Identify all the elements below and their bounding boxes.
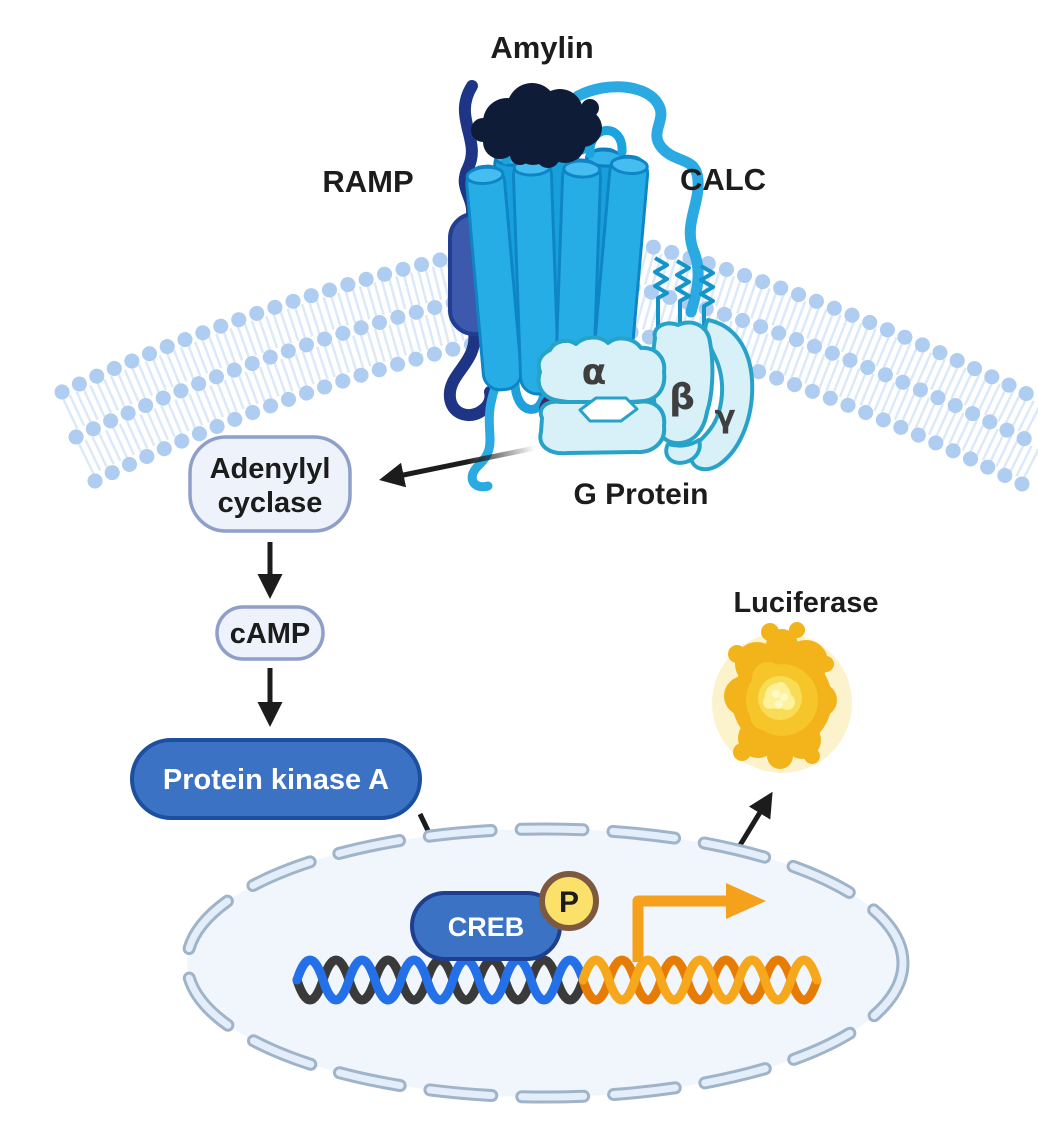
camp-label: cAMP bbox=[230, 618, 311, 650]
g-alpha-label: α bbox=[582, 352, 607, 393]
creb-node: CREB bbox=[410, 891, 562, 961]
adenylyl-cyclase-line1: Adenylyl bbox=[210, 453, 331, 485]
adenylyl-cyclase-node: Adenylyl cyclase bbox=[188, 435, 352, 533]
phosphate-label: P bbox=[559, 886, 579, 919]
g-gamma-label: γ bbox=[714, 399, 735, 435]
adenylyl-cyclase-line2: cyclase bbox=[218, 487, 323, 519]
camp-node: cAMP bbox=[215, 605, 325, 661]
ramp-label: RAMP bbox=[322, 164, 413, 199]
pka-label: Protein kinase A bbox=[163, 764, 389, 796]
g-beta-label: β bbox=[669, 377, 695, 418]
amylin-label: Amylin bbox=[490, 30, 593, 65]
lipid-anchor-zigzags bbox=[653, 256, 715, 340]
transcription-arrow bbox=[632, 883, 766, 962]
calc-label: CALC bbox=[680, 162, 766, 197]
calc-n-terminus bbox=[572, 81, 704, 318]
g-protein-label: G Protein bbox=[573, 478, 708, 511]
g-protein bbox=[536, 318, 755, 472]
creb-label: CREB bbox=[448, 912, 525, 942]
luciferase-label: Luciferase bbox=[733, 587, 878, 619]
pka-node: Protein kinase A bbox=[130, 738, 422, 820]
amylin-ligand bbox=[471, 83, 602, 168]
luciferase-protein bbox=[712, 622, 852, 773]
phosphate-badge: P bbox=[539, 871, 599, 931]
